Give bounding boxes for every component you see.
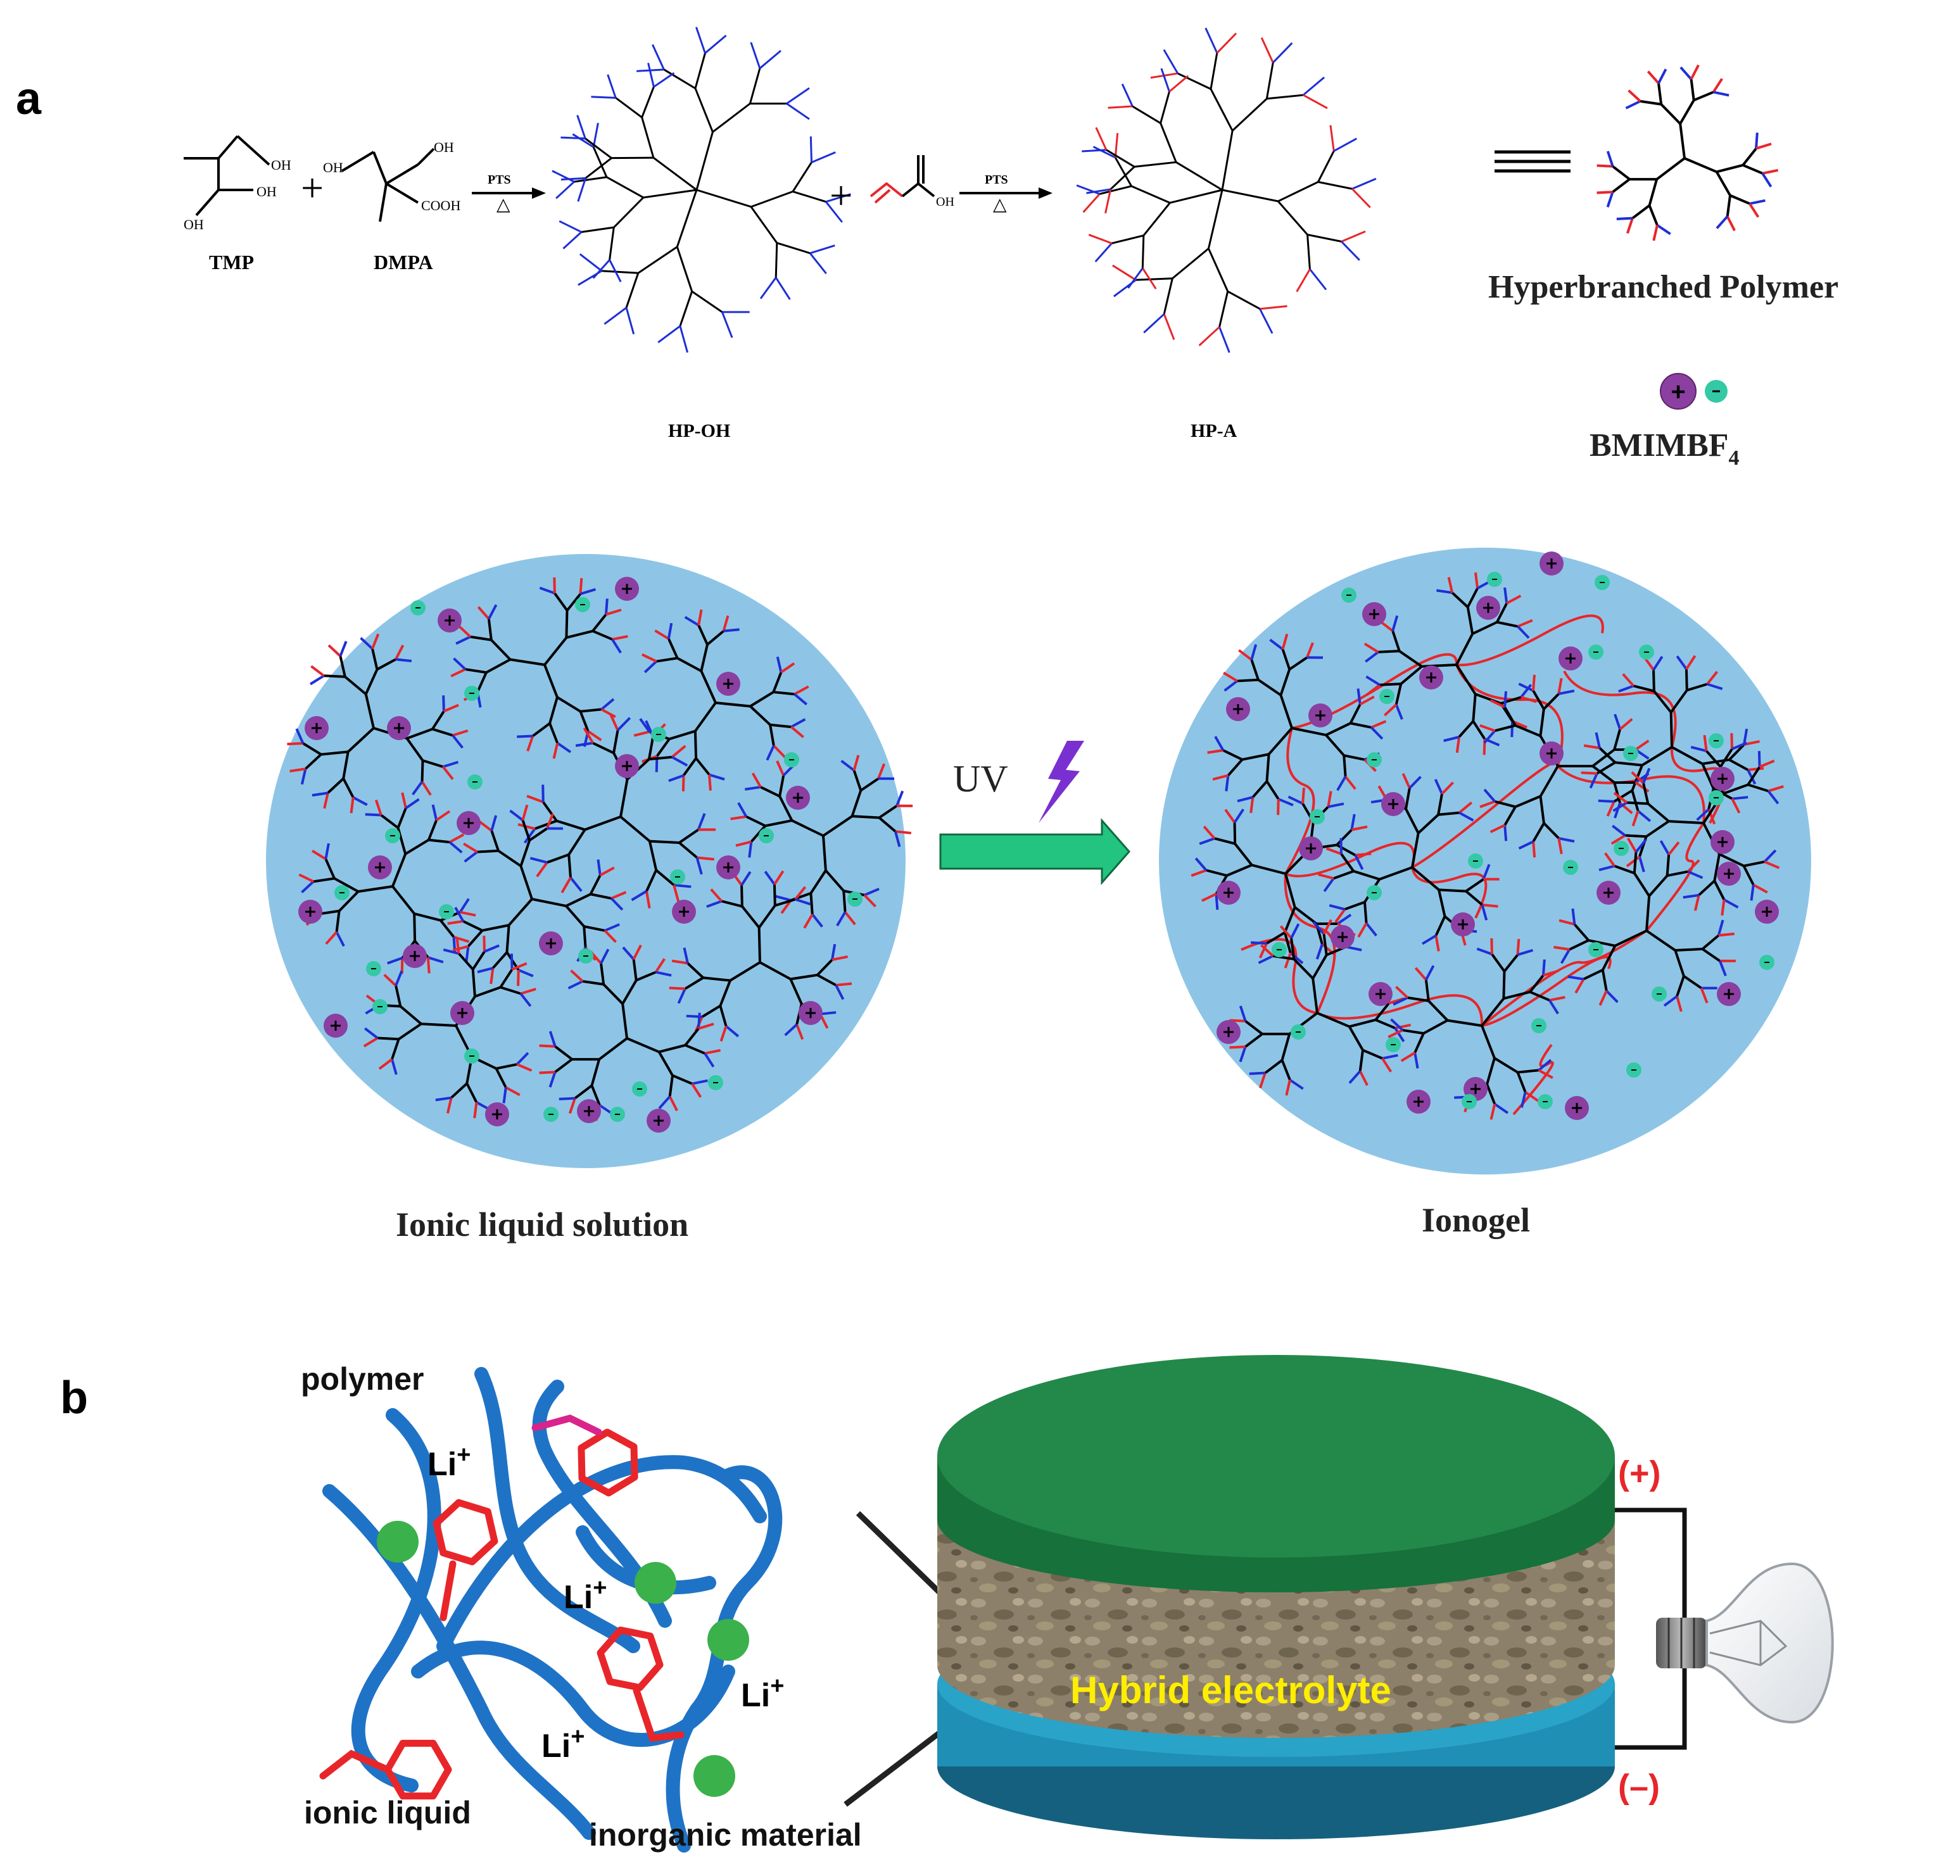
tmp-oh-3: OH bbox=[184, 217, 204, 232]
hyperbranched-polymer bbox=[1553, 838, 1736, 1012]
hyperbranched-polymer bbox=[1388, 938, 1565, 1120]
hyperbranched-label: Hyperbranched Polymer bbox=[1488, 269, 1838, 305]
dmpa-oh-1: OH bbox=[323, 160, 343, 175]
crosslink bbox=[1512, 1043, 1554, 1116]
inorganic-material-label: inorganic material bbox=[589, 1817, 862, 1853]
tmp-oh-2: OH bbox=[256, 184, 277, 199]
crosslink bbox=[1411, 867, 1488, 919]
hp-oh-label: HP-OH bbox=[668, 420, 730, 441]
tmp-oh-1: OH bbox=[271, 157, 291, 173]
crosslink bbox=[1456, 614, 1604, 667]
li-ion-label: Li+ bbox=[427, 1442, 471, 1483]
positive-terminal-label: (+) bbox=[1618, 1454, 1661, 1492]
ionic-liquid-molecules bbox=[319, 1414, 685, 1800]
polymer-label: polymer bbox=[301, 1361, 424, 1397]
li-ion-label: Li+ bbox=[741, 1673, 784, 1714]
heat-symbol-2: △ bbox=[993, 195, 1007, 215]
acrylic-acid-structure bbox=[869, 155, 935, 204]
svg-text:+: + bbox=[1671, 378, 1685, 406]
inorganic-particles bbox=[377, 1521, 749, 1797]
hyperbranched-polymer-icon bbox=[1596, 64, 1779, 241]
ionic-liquid-molecule bbox=[531, 1414, 638, 1497]
arrow-right-icon bbox=[472, 187, 546, 199]
hp-a-label: HP-A bbox=[1191, 420, 1237, 441]
hyperbranched-polymer bbox=[669, 870, 852, 1042]
hyperbranched-polymer bbox=[287, 633, 469, 814]
crosslink bbox=[1557, 765, 1705, 824]
panel-b-label: b bbox=[60, 1373, 88, 1423]
crosslink bbox=[1645, 822, 1705, 932]
dmpa-cooh: COOH bbox=[421, 198, 460, 213]
inorganic-particle bbox=[707, 1619, 749, 1661]
lightning-icon bbox=[1039, 741, 1084, 823]
ionogel-contents bbox=[1191, 551, 1784, 1120]
ionic-liquid-label: ionic liquid bbox=[304, 1795, 471, 1830]
uv-process-arrow bbox=[939, 818, 1130, 885]
hp-oh-structure bbox=[552, 27, 851, 353]
hp-a-structure bbox=[1076, 27, 1377, 353]
hyperbranched-polymer bbox=[450, 577, 628, 759]
ionic-liquid-molecule bbox=[433, 1499, 498, 1621]
acrylic-oh: OH bbox=[936, 195, 954, 209]
arrow-right-icon bbox=[959, 187, 1053, 199]
circuit-wires bbox=[1615, 1508, 1687, 1750]
hyperbranched-polymer bbox=[517, 714, 716, 909]
inorganic-particle bbox=[693, 1755, 735, 1797]
hyperbranched-polymer bbox=[447, 804, 627, 986]
negative-terminal-label: (–) bbox=[1618, 1768, 1660, 1806]
tmp-structure bbox=[184, 135, 270, 217]
cathode-layer bbox=[937, 1355, 1615, 1558]
plus-sign-2: + bbox=[830, 173, 852, 218]
catalyst-label-2: PTS bbox=[985, 173, 1008, 187]
battery-cell bbox=[937, 1355, 1615, 1839]
hyperbranched-polymer bbox=[298, 792, 476, 974]
dmpa-oh-2: OH bbox=[434, 139, 454, 155]
ionic-liquid-molecule bbox=[597, 1627, 685, 1742]
hyperbranched-polymer bbox=[1479, 674, 1650, 858]
light-bulb-icon bbox=[1656, 1562, 1834, 1724]
ionic-liquid-solution-circle bbox=[266, 554, 906, 1168]
hybrid-electrolyte-label: Hybrid electrolyte bbox=[1070, 1669, 1391, 1711]
crosslink bbox=[1563, 670, 1677, 748]
ionogel-circle bbox=[1159, 548, 1811, 1174]
hyperbranched-polymer bbox=[1229, 919, 1412, 1096]
hyperbranched-polymer bbox=[633, 609, 809, 791]
tmp-label: TMP bbox=[209, 251, 254, 274]
heat-symbol-1: △ bbox=[496, 195, 510, 215]
hyperbranched-polymer bbox=[539, 944, 721, 1121]
ionic-liquid-molecule bbox=[319, 1739, 452, 1800]
crosslink bbox=[1284, 727, 1315, 874]
dmpa-structure bbox=[341, 148, 435, 222]
li-ion-label: Li+ bbox=[541, 1723, 585, 1765]
bmimbf4-ions-legend: + bbox=[1660, 373, 1728, 410]
ionic-liquid-solution-contents bbox=[287, 577, 913, 1133]
equivalence-sign bbox=[1495, 150, 1571, 173]
li-ion-label: Li+ bbox=[564, 1575, 607, 1616]
dmpa-label: DMPA bbox=[374, 251, 433, 274]
cation-icon bbox=[1660, 373, 1697, 410]
hyperbranched-polymer bbox=[1207, 633, 1387, 815]
bmimbf4-label: BMIMBF4 bbox=[1590, 427, 1740, 470]
uv-label: UV bbox=[953, 758, 1008, 800]
hyperbranched-polymer bbox=[363, 935, 536, 1119]
ionogel-caption: Ionogel bbox=[1422, 1201, 1530, 1239]
panel-a-label: a bbox=[16, 73, 42, 124]
ionic-liquid-solution-caption: Ionic liquid solution bbox=[396, 1206, 688, 1243]
catalyst-label-1: PTS bbox=[488, 173, 511, 187]
plus-sign-1: + bbox=[301, 165, 324, 210]
inorganic-particle bbox=[635, 1562, 676, 1604]
inorganic-particle bbox=[377, 1521, 419, 1563]
hyperbranched-polymer bbox=[730, 755, 913, 929]
hyperbranched-polymer bbox=[1318, 773, 1500, 952]
crosslink bbox=[1317, 994, 1484, 1026]
hyperbranched-polymer bbox=[1596, 64, 1779, 241]
